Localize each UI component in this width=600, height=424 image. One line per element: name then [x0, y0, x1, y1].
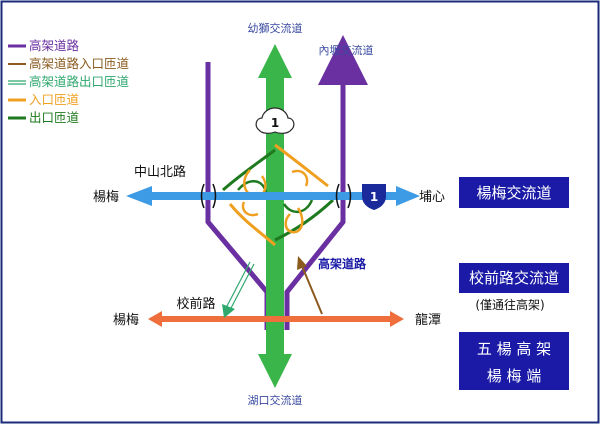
- freeway-arrow-south: [258, 354, 292, 388]
- east-west-road-arrow-east: [396, 186, 420, 206]
- freeway-shield-icon: [362, 184, 386, 210]
- box-wuyang-line2: 楊 梅 端: [487, 367, 542, 385]
- east-west-road: [150, 192, 398, 200]
- label-yangmei-west-2: 楊梅: [113, 312, 139, 328]
- plum-blossom-icon: [255, 107, 295, 134]
- box-xiaoqian-note: (僅通往高架): [475, 297, 544, 312]
- label-bottom-interchange: 湖口交流道: [248, 393, 303, 407]
- bridge-mark-er: [347, 183, 352, 209]
- legend-label-entry-ramp: 入口匝道: [29, 92, 80, 107]
- legend-label-elevated-entry: 高架道路入口匝道: [29, 56, 130, 71]
- exit-ramp-se: [274, 198, 335, 242]
- label-pushin-east: 埔心: [419, 190, 445, 205]
- cloverleaf-ramps: [222, 143, 335, 247]
- exit-ramp-nw: [222, 148, 276, 192]
- label-elevated-road: 高架道路: [318, 256, 367, 271]
- legend-label-exit-ramp: 出口匝道: [29, 110, 80, 125]
- freeway-shield-right-number: 1: [370, 190, 378, 204]
- legend-label-elevated: 高架道路: [29, 38, 80, 53]
- freeway-arrow-north: [258, 44, 292, 78]
- entry-ramp-ne: [274, 143, 329, 188]
- label-neili-interchange: 內壢交流道: [319, 43, 374, 57]
- freeway-shield-top: 1: [255, 107, 295, 134]
- box-yangmei-interchange: [459, 177, 569, 208]
- exit-ramp-loop-w: [237, 180, 268, 193]
- box-xiaoqian-interchange-text: 校前路交流道: [469, 269, 559, 287]
- label-top-interchange: 幼獅交流道: [248, 21, 303, 35]
- east-west-road-arrow-west: [126, 186, 152, 206]
- bridge-mark-wr: [212, 183, 217, 209]
- box-wuyang-line1: 五 楊 高 架: [477, 340, 551, 358]
- freeway-shield-right: 1: [362, 184, 386, 210]
- box-wuyang-elevated: [459, 332, 569, 390]
- label-longtan-east: 龍潭: [415, 312, 441, 328]
- box-yangmei-interchange-text: 楊梅交流道: [476, 184, 551, 202]
- entry-ramp-loop-sw: [241, 201, 259, 217]
- box-xiaoqian-interchange: [459, 263, 569, 293]
- elevated-exit-ramp: [222, 261, 255, 318]
- elevated-road-east-carriageway: [284, 62, 346, 330]
- label-yangmei-west: 楊梅: [93, 189, 119, 205]
- label-zhongshan-north-road: 中山北路: [134, 164, 186, 180]
- entry-ramp-loop-ne: [291, 169, 309, 187]
- exit-ramp-loop-e: [282, 199, 314, 213]
- xiaoqian-road: [160, 316, 392, 322]
- bridge-mark-el: [335, 183, 340, 209]
- bridge-mark-wl: [200, 183, 205, 209]
- xiaoqian-road-arrow-west: [148, 311, 162, 327]
- entry-ramp-sw: [228, 203, 276, 247]
- entry-ramp-loop-se: [284, 207, 304, 234]
- elevated-entry-ramp: [297, 256, 323, 315]
- legend-label-elevated-exit: 高架道路出口匝道: [29, 74, 130, 89]
- xiaoqian-road-arrow-east: [390, 311, 404, 327]
- freeway-main: [266, 76, 284, 356]
- legend: 高架道路 高架道路入口匝道 高架道路出口匝道 入口匝道 出口匝道: [8, 38, 130, 125]
- label-xiaoqian-road: 校前路: [176, 296, 215, 312]
- freeway-shield-top-number: 1: [271, 116, 279, 130]
